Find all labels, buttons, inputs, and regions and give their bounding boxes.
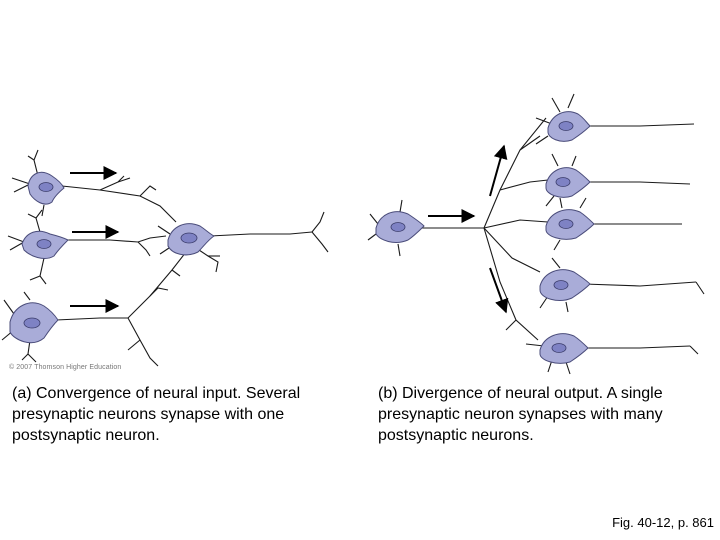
presynaptic-neuron-3 [1, 251, 187, 367]
nucleus-3 [23, 317, 41, 329]
divergent-postsynaptic-neuron-2 [545, 153, 691, 207]
divergent-presynaptic-neuron [367, 117, 549, 341]
postsynaptic-neuron [157, 211, 329, 273]
divergent-postsynaptic-neuron-5 [525, 333, 699, 375]
postsynaptic-nucleus [180, 232, 198, 244]
divergent-postsynaptic-neuron-3 [545, 197, 682, 251]
divergent-postsynaptic-neuron-1 [535, 93, 695, 145]
nucleus-2 [36, 239, 52, 249]
divergence-panel [367, 93, 705, 375]
divergent-presynaptic-nucleus [390, 222, 406, 232]
presynaptic-neuron-2 [7, 209, 167, 285]
divergent-postsynaptic-neuron-4 [539, 257, 705, 313]
divergence-caption: (b) Divergence of neural output. A singl… [378, 385, 663, 444]
presynaptic-neuron-1 [11, 149, 177, 223]
divergent-signal-arrow-down [489, 267, 509, 314]
nucleus-1 [38, 182, 54, 192]
figure-reference: Fig. 40-12, p. 861 [612, 515, 714, 530]
convergence-panel [1, 149, 329, 367]
divergent-signal-arrow-up [489, 144, 508, 197]
convergence-caption: (a) Convergence of neural input. Several… [12, 385, 301, 444]
copyright-notice: © 2007 Thomson Higher Education [9, 364, 122, 371]
